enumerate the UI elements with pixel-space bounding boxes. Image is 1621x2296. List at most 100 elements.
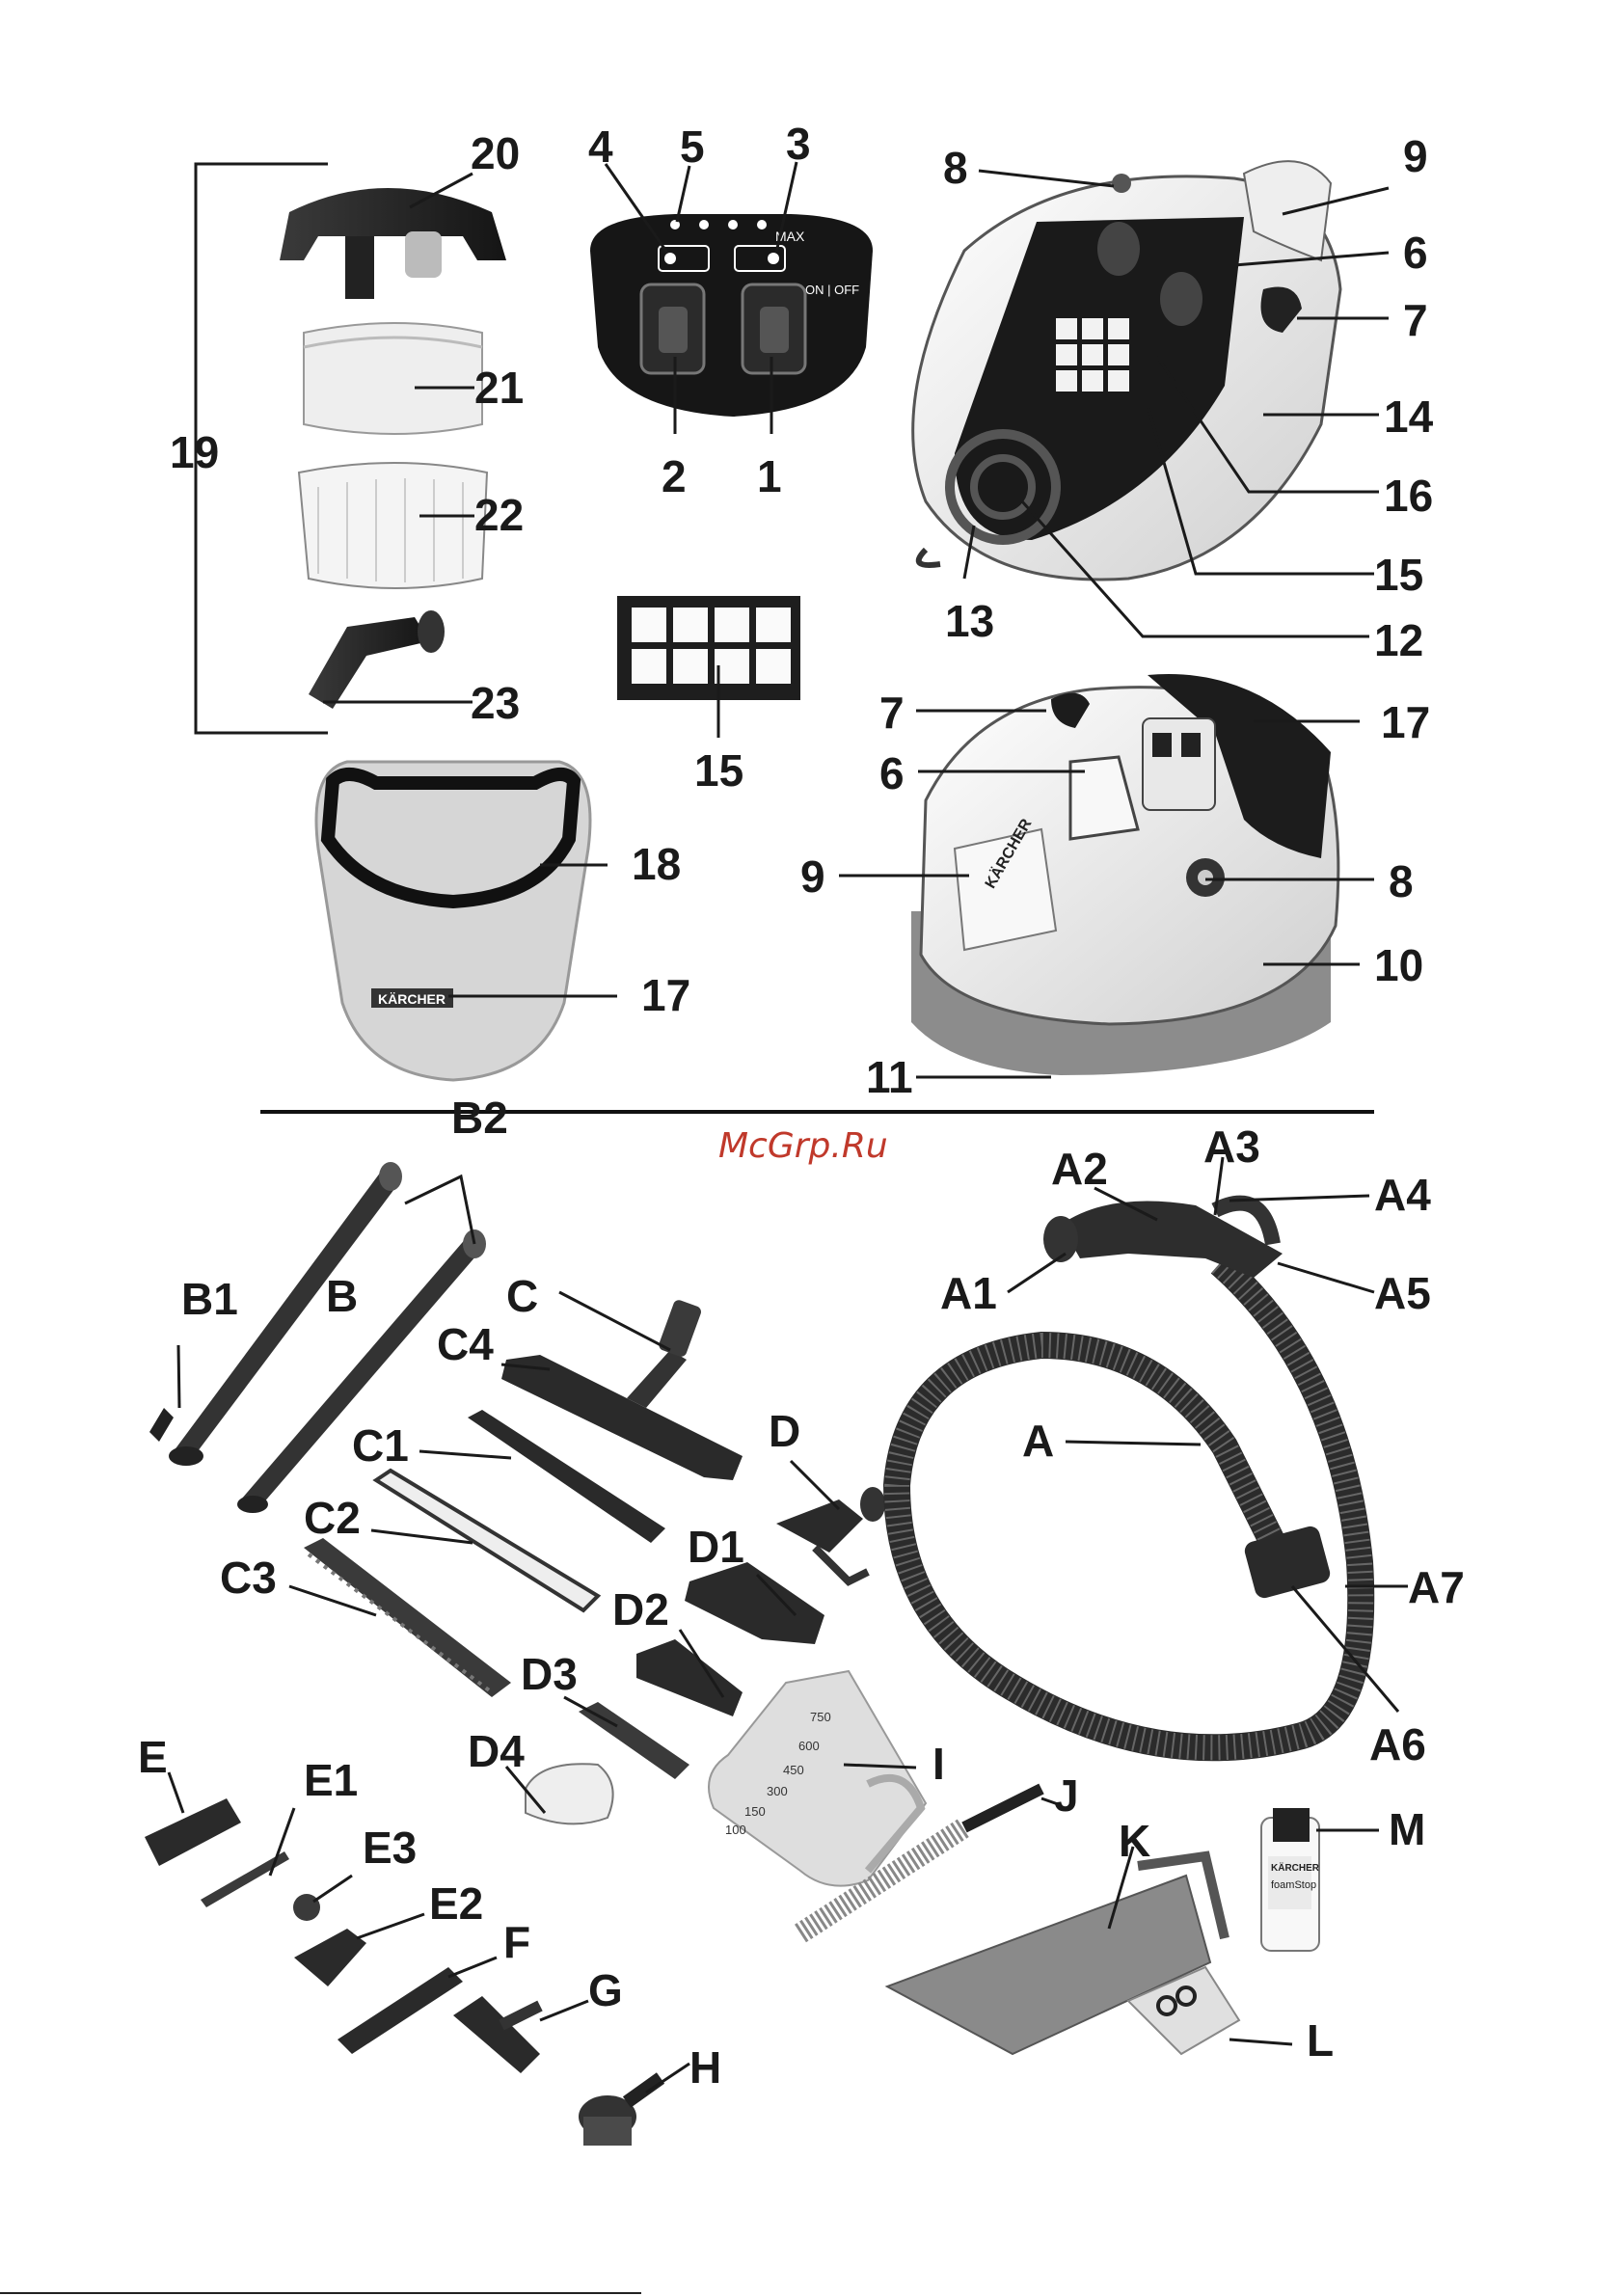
- label-C4: C4: [437, 1319, 494, 1369]
- label-H: H: [689, 2042, 721, 2093]
- label-21: 21: [474, 363, 524, 413]
- onoff-label: ON | OFF: [805, 283, 859, 297]
- part-E3-round-brush: [293, 1894, 320, 1921]
- device-open-view: [913, 161, 1340, 580]
- label-18: 18: [632, 839, 681, 889]
- part-D4-terry-cover: [526, 1764, 613, 1823]
- label-15a: 15: [694, 745, 743, 796]
- jug-mark-750: 750: [810, 1710, 831, 1724]
- part-H-round-brush: [579, 2078, 661, 2146]
- label-C3: C3: [220, 1553, 277, 1603]
- jug-mark-600: 600: [798, 1739, 820, 1753]
- leader-G: [540, 2001, 588, 2020]
- leader-8a: [979, 171, 1114, 186]
- part-E2-power-nozzle: [294, 1929, 366, 1986]
- leader-C1: [419, 1451, 511, 1458]
- part-G-window-nozzle: [453, 1996, 540, 2073]
- part-F-crevice-nozzle: [338, 1967, 463, 2054]
- label-8b: 8: [1389, 856, 1414, 906]
- label-14: 14: [1384, 392, 1434, 442]
- part-15-hepa-filter: [617, 596, 800, 700]
- label-12: 12: [1374, 615, 1423, 665]
- leader-E1: [270, 1808, 294, 1876]
- label-6b: 6: [879, 748, 905, 798]
- label-2: 2: [662, 451, 687, 501]
- label-A7: A7: [1408, 1562, 1465, 1612]
- label-B2: B2: [451, 1093, 508, 1143]
- label-A1: A1: [940, 1268, 997, 1318]
- control-panel: MAX ON | OFF: [590, 214, 873, 417]
- label-D2: D2: [612, 1584, 669, 1634]
- leader-5: [677, 166, 689, 222]
- label-K: K: [1119, 1816, 1150, 1866]
- part-M-foamstop-bottle: KÄRCHER foamStop: [1261, 1808, 1320, 1951]
- label-A6: A6: [1369, 1719, 1426, 1769]
- label-E3: E3: [363, 1823, 417, 1873]
- label-B: B: [326, 1271, 358, 1321]
- part-20-filter-cap: [280, 188, 506, 299]
- jug-mark-300: 300: [767, 1784, 788, 1798]
- leader-E: [169, 1772, 183, 1813]
- label-17a: 17: [641, 970, 690, 1020]
- label-11: 11: [866, 1052, 913, 1102]
- tank-brand: KÄRCHER: [378, 991, 446, 1007]
- label-E: E: [138, 1732, 168, 1782]
- part-I-measuring-jug: [709, 1671, 926, 1886]
- label-6a: 6: [1403, 228, 1428, 278]
- label-A5: A5: [1374, 1268, 1431, 1318]
- label-D4: D4: [468, 1726, 525, 1776]
- label-A3: A3: [1203, 1121, 1260, 1172]
- leader-C: [559, 1292, 670, 1350]
- label-A2: A2: [1051, 1144, 1108, 1194]
- watermark: McGrp.Ru: [718, 1126, 888, 1166]
- label-B1: B1: [181, 1274, 238, 1324]
- label-3: 3: [786, 119, 811, 169]
- label-C1: C1: [352, 1420, 409, 1471]
- bottle-brand: KÄRCHER: [1271, 1861, 1320, 1874]
- label-F: F: [503, 1917, 530, 1967]
- label-G: G: [588, 1965, 623, 2015]
- part-D1-nozzle-attachment: [685, 1562, 824, 1644]
- device-closed-view: KÄRCHER: [911, 674, 1338, 1075]
- leader-B1: [178, 1345, 179, 1408]
- part-23-elbow-pipe: [309, 610, 445, 709]
- label-L: L: [1307, 2015, 1334, 2066]
- label-13: 13: [945, 596, 994, 646]
- label-C2: C2: [304, 1493, 361, 1543]
- label-19: 19: [170, 427, 219, 477]
- label-23: 23: [471, 678, 520, 728]
- label-D3: D3: [521, 1649, 578, 1699]
- part-21-filter-band: [304, 323, 482, 434]
- label-E2: E2: [429, 1878, 483, 1929]
- label-10: 10: [1374, 940, 1423, 990]
- label-17b: 17: [1381, 697, 1430, 747]
- part-22-filter-cartridge: [299, 463, 487, 588]
- leader-F: [448, 1958, 497, 1977]
- label-20: 20: [471, 128, 520, 178]
- label-5: 5: [680, 122, 705, 172]
- jug-mark-100: 100: [725, 1823, 746, 1837]
- label-A: A: [1022, 1416, 1054, 1466]
- jug-mark-450: 450: [783, 1763, 804, 1777]
- label-9b: 9: [800, 851, 825, 902]
- label-D1: D1: [688, 1522, 744, 1572]
- label-22: 22: [474, 490, 524, 540]
- leader-E3: [313, 1876, 352, 1902]
- label-C: C: [506, 1271, 538, 1321]
- label-J: J: [1054, 1770, 1079, 1821]
- leader-E2: [357, 1914, 424, 1938]
- label-E1: E1: [304, 1755, 358, 1805]
- leader-D: [791, 1461, 839, 1509]
- leader-A1: [1008, 1254, 1066, 1292]
- leader-A5: [1278, 1263, 1374, 1292]
- label-7a: 7: [1403, 295, 1428, 345]
- label-A4: A4: [1374, 1170, 1431, 1220]
- label-I: I: [932, 1739, 945, 1789]
- bottle-label: foamStop: [1271, 1879, 1316, 1891]
- part-17-water-tank: KÄRCHER: [316, 762, 590, 1080]
- jug-mark-150: 150: [744, 1804, 766, 1819]
- label-M: M: [1389, 1804, 1425, 1854]
- leader-B2: [405, 1176, 474, 1244]
- part-B-extension-tubes: [149, 1162, 486, 1513]
